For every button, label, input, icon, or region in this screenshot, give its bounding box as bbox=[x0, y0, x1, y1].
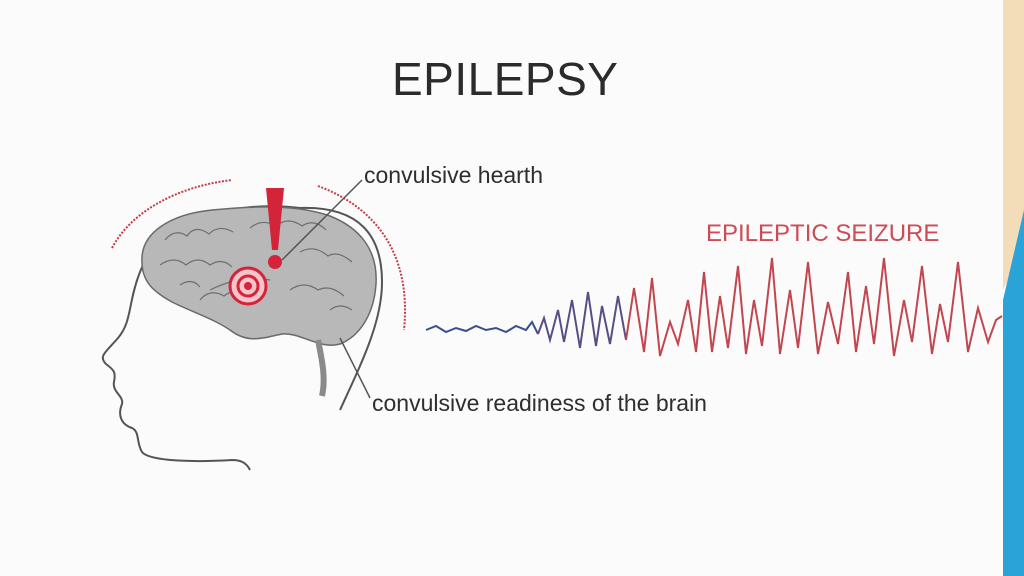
eeg-wave-baseline bbox=[425, 320, 539, 335]
label-convulsive-readiness: convulsive readiness of the brain bbox=[372, 390, 707, 416]
eeg-wave-onset bbox=[537, 291, 627, 349]
label-epileptic-seizure: EPILEPTIC SEIZURE bbox=[706, 220, 940, 247]
head-back-line bbox=[299, 206, 384, 411]
head-outline-icon bbox=[101, 205, 301, 471]
slide-edge-decoration bbox=[1003, 0, 1024, 576]
leader-line-hearth bbox=[281, 179, 363, 261]
exclamation-icon bbox=[266, 188, 284, 269]
target-icon bbox=[228, 266, 268, 306]
brain-stem bbox=[315, 339, 327, 397]
eeg-wave-seizure bbox=[625, 257, 1003, 357]
page-title: EPILEPSY bbox=[392, 53, 619, 105]
leader-line-readiness bbox=[339, 337, 371, 399]
emphasis-arc-right bbox=[317, 185, 406, 331]
emphasis-arc-left bbox=[111, 179, 233, 249]
label-convulsive-hearth: convulsive hearth bbox=[364, 162, 543, 188]
